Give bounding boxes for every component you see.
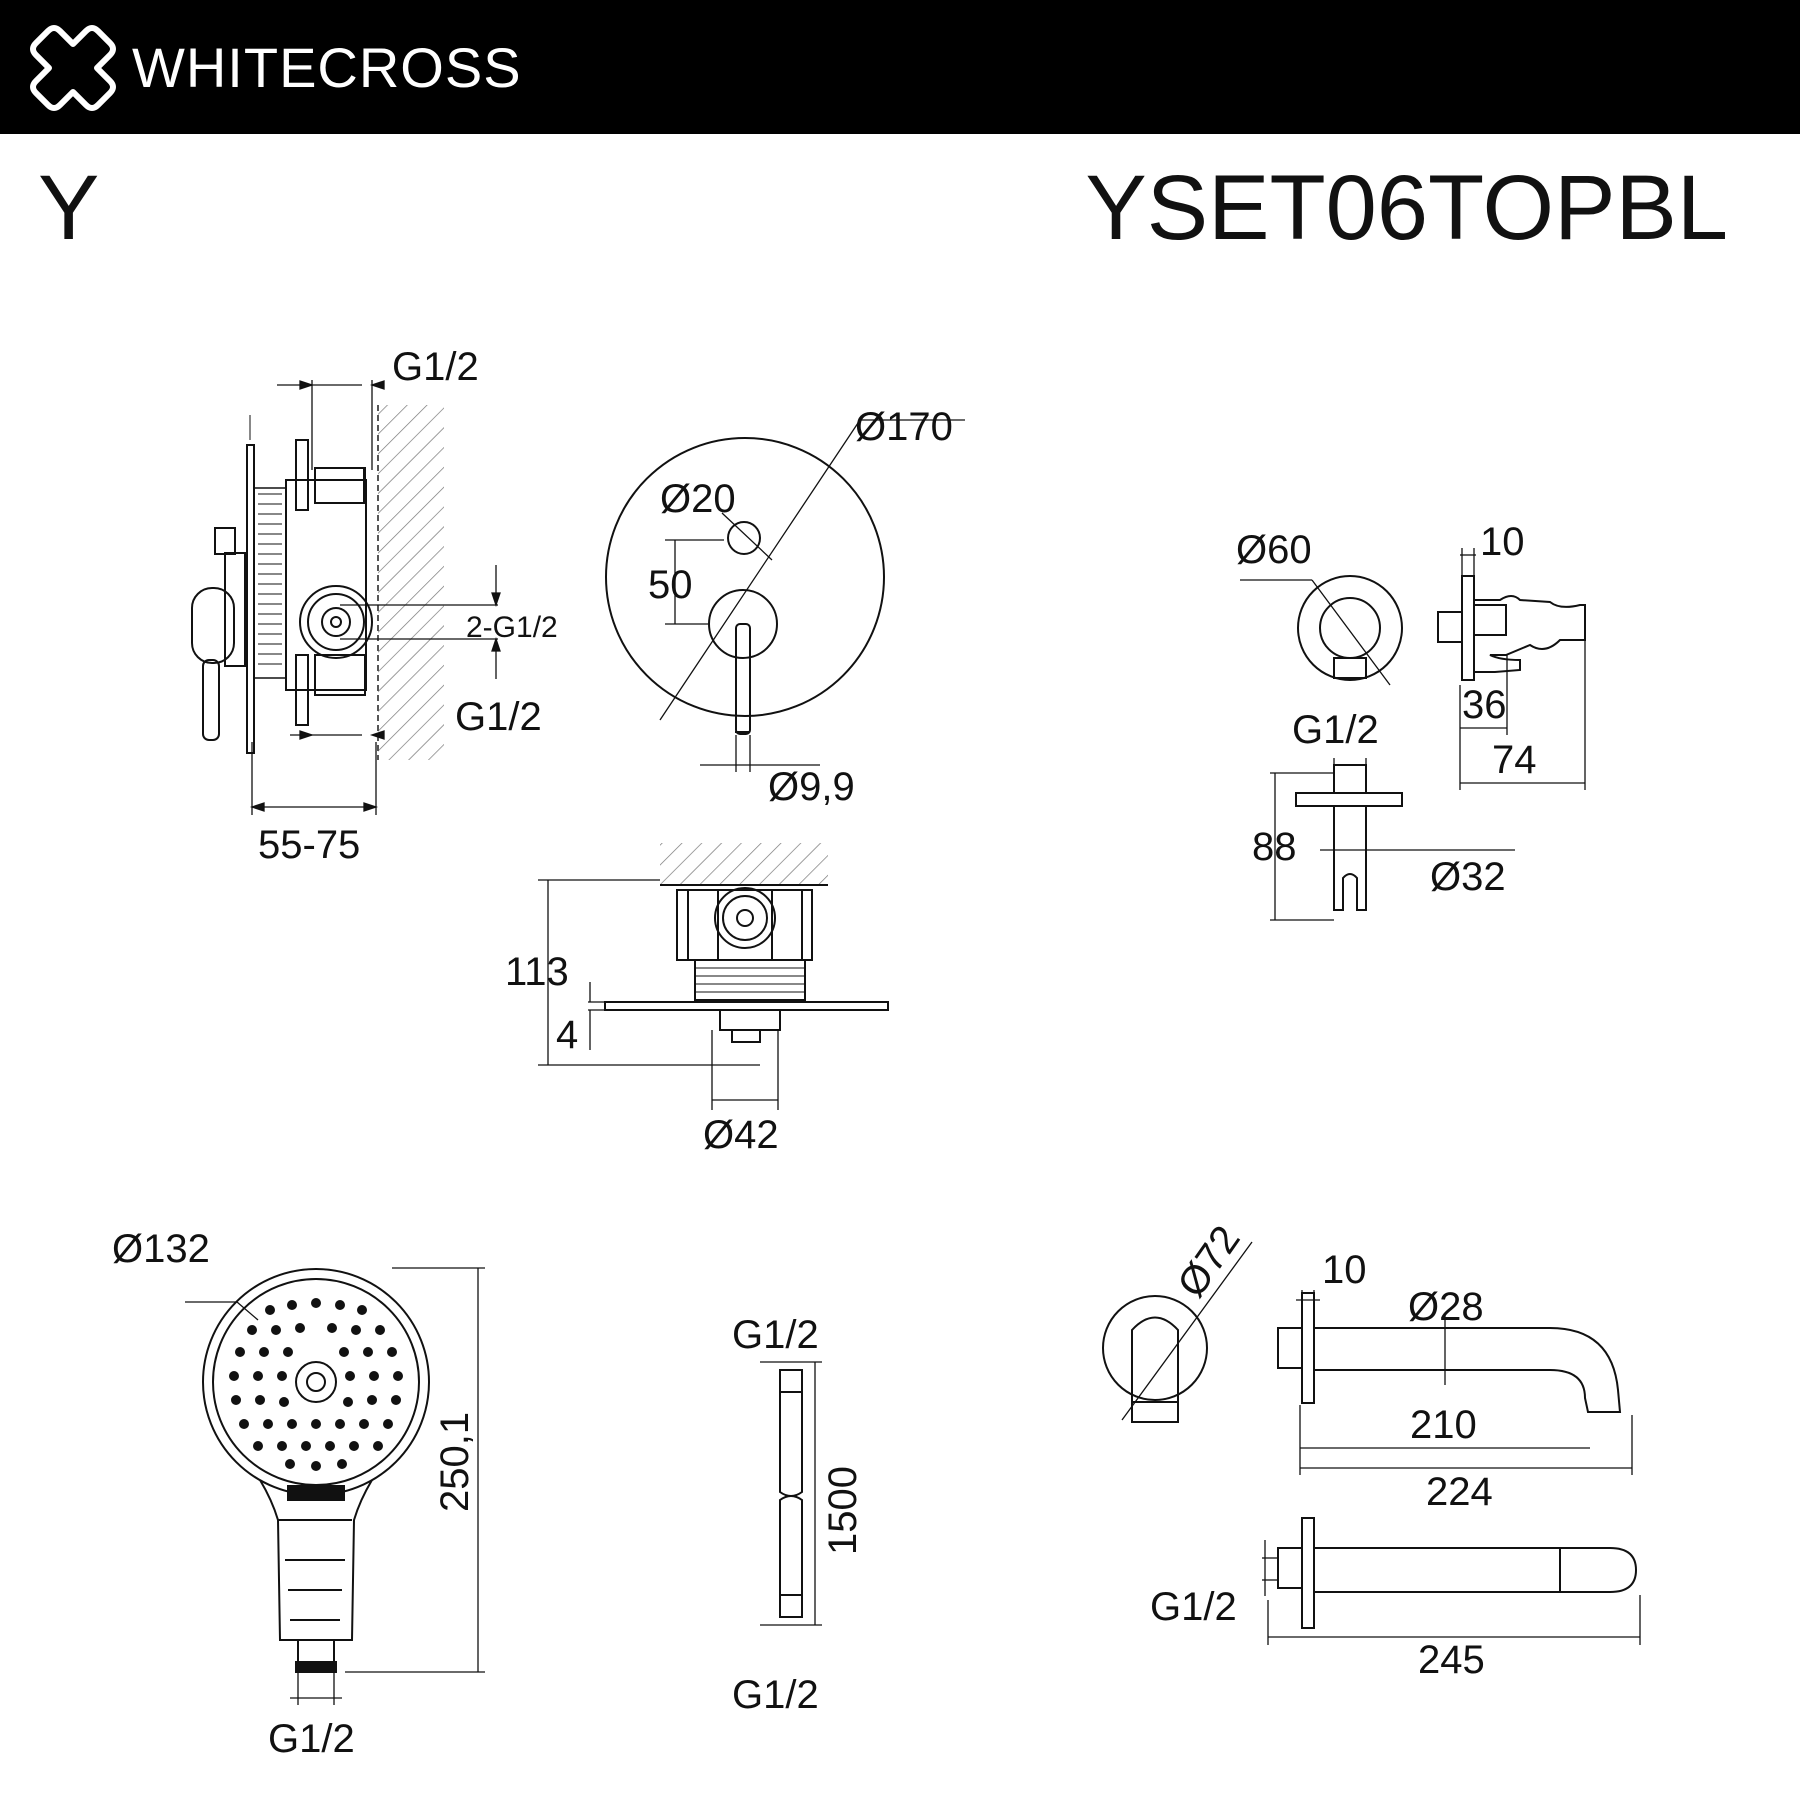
spout-top-length-label: 245: [1418, 1638, 1485, 1682]
brand-name: WHITECROSS: [132, 36, 522, 99]
mixer-side-view: [191, 405, 444, 760]
mixer-bottom-inlet-label: G1/2: [455, 695, 542, 739]
outlet-flange-diameter-label: Ø60: [1236, 528, 1312, 572]
wall-outlet-side: [1437, 575, 1586, 681]
spout-top: [1277, 1517, 1638, 1629]
spout-rosette: [1102, 1295, 1208, 1423]
lever-diameter-label: Ø9,9: [768, 765, 855, 809]
spout-total-length-label: 224: [1426, 1470, 1493, 1514]
model-code: YSET06TOPBL: [1085, 157, 1728, 259]
offset-label: 50: [648, 563, 693, 607]
wall-outlet-top: [1295, 764, 1403, 911]
outlet-length-label: 74: [1492, 738, 1537, 782]
shower-hose: [779, 1369, 803, 1618]
total-depth-label: 113: [505, 950, 569, 994]
spout-side: [1277, 1292, 1622, 1413]
wall-outlet-front: [1297, 575, 1403, 681]
pipe-diameter-label: Ø28: [1408, 1285, 1484, 1329]
hose-top-thread-label: G1/2: [732, 1313, 819, 1357]
series-label: Y: [38, 157, 100, 259]
mixer-top-inlet-label: G1/2: [392, 345, 479, 389]
diverter-diameter-label: Ø20: [660, 477, 736, 521]
brand: WHITECROSS: [30, 25, 522, 111]
outlet-height-label: 88: [1252, 825, 1297, 869]
spout-thread-label: G1/2: [1150, 1585, 1237, 1629]
head-diameter-label: Ø132: [112, 1227, 210, 1271]
mixer-side-outlets-label: 2-G1/2: [466, 611, 558, 644]
hose-length-label: 1500: [821, 1466, 865, 1555]
outlet-offset-label: 36: [1462, 683, 1507, 727]
hand-shower-thread-label: G1/2: [268, 1717, 355, 1761]
spout-reach-label: 210: [1410, 1403, 1477, 1447]
mixer-top-view: [604, 843, 889, 1043]
rosette-diameter-label: Ø72: [1169, 1218, 1248, 1305]
plate-thickness-label: 4: [556, 1013, 578, 1057]
plate-diameter-label: Ø170: [855, 405, 953, 449]
rosette-thickness-label: 10: [1322, 1248, 1367, 1292]
hand-shower-length-label: 250,1: [433, 1412, 477, 1512]
mixer-depth-label: 55-75: [258, 823, 360, 867]
mixer-front-view: [605, 437, 885, 735]
holder-diameter-label: Ø32: [1430, 855, 1506, 899]
hose-bottom-thread-label: G1/2: [732, 1673, 819, 1717]
hand-shower: [202, 1268, 430, 1673]
outlet-flange-thickness-label: 10: [1480, 520, 1525, 564]
escutcheon-diameter-label: Ø42: [703, 1113, 779, 1157]
outlet-thread-label: G1/2: [1292, 708, 1379, 752]
header-bar: [0, 0, 1800, 134]
cross-logo-icon: [30, 25, 116, 111]
